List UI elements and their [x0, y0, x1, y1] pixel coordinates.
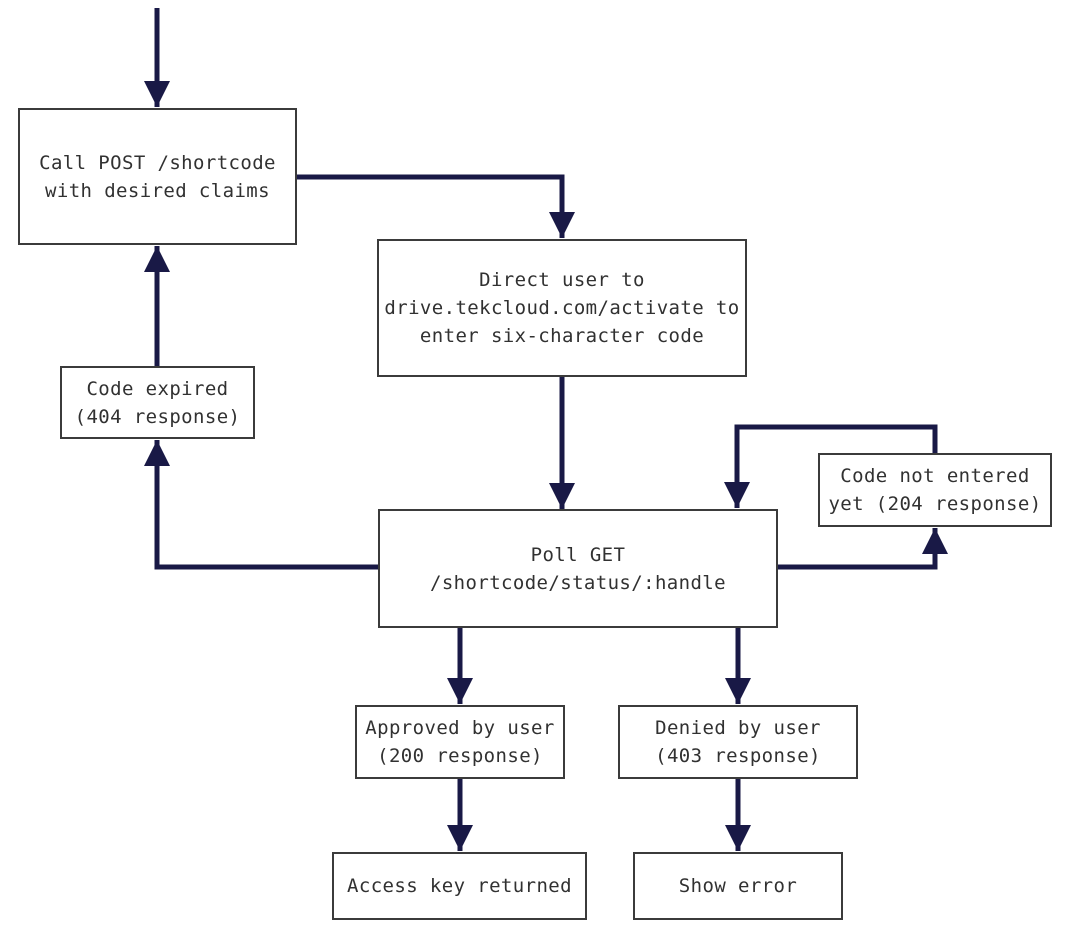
edge-poll-get-to-code-expired: [144, 440, 378, 570]
node-code-expired-404: Code expired (404 response): [60, 366, 255, 439]
edge-call-post-to-direct-user: [297, 174, 575, 238]
node-call-post-shortcode: Call POST /shortcode with desired claims: [18, 108, 297, 245]
node-direct-user-activate: Direct user to drive.tekcloud.com/activa…: [377, 239, 747, 377]
edge-poll-get-to-code-not-entered: [778, 528, 948, 570]
node-access-key-returned: Access key returned: [332, 852, 587, 920]
node-show-error: Show error: [633, 852, 843, 920]
node-approved-by-user-200: Approved by user (200 response): [355, 705, 565, 779]
node-poll-get-status: Poll GET /shortcode/status/:handle: [378, 509, 778, 628]
node-code-not-entered-204: Code not entered yet (204 response): [818, 453, 1052, 527]
node-denied-by-user-403: Denied by user (403 response): [618, 705, 858, 779]
